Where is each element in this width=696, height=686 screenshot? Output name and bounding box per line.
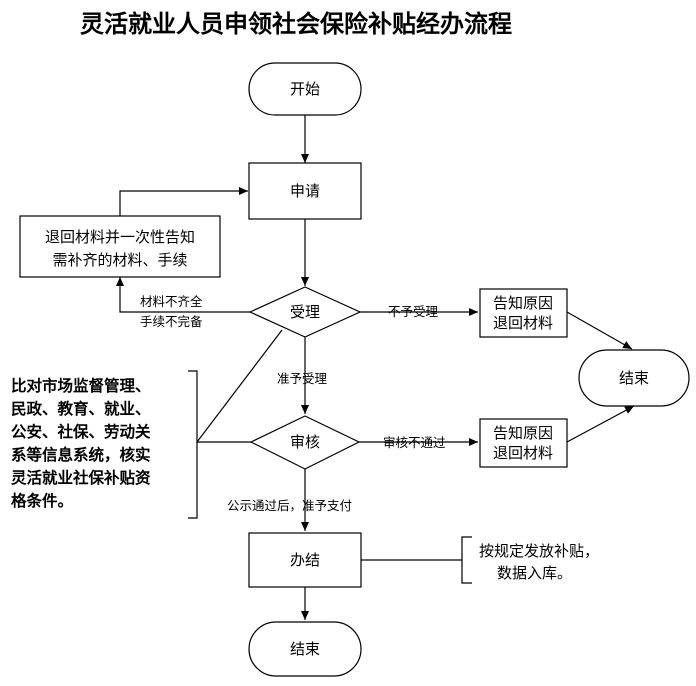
end-bottom-node: 结束 — [248, 621, 362, 677]
page-title: 灵活就业人员申领社会保险补贴经办流程 — [80, 9, 512, 38]
edge-label-published: 公示通过后，准予支付 — [227, 498, 352, 513]
verify-note-line-4: 系等信息系统，核实 — [11, 445, 151, 464]
edge-accept-return — [116, 277, 250, 313]
edge-reject2-end — [566, 405, 635, 443]
start-node: 开始 — [248, 62, 362, 116]
accept-decision: 受理 — [248, 286, 362, 338]
finish-note-line-1: 按规定发放补贴， — [479, 542, 599, 560]
note-bracket-verify — [188, 370, 198, 519]
reject-box-2: 告知原因 退回材料 — [479, 418, 568, 468]
note-bracket-finish — [461, 536, 472, 584]
start-label: 开始 — [290, 80, 320, 98]
edge-label-incomplete-1: 材料不齐全 — [140, 294, 203, 309]
verify-note-line-3: 公安、社保、劳动关 — [11, 422, 151, 441]
review-label: 审核 — [290, 433, 320, 451]
review-decision: 审核 — [249, 415, 361, 470]
verify-note-line-1: 比对市场监督管理、 — [11, 376, 151, 395]
accept-label: 受理 — [290, 303, 320, 321]
reject-box-2-line-2: 退回材料 — [493, 444, 553, 462]
edge-label-accepted: 准予受理 — [277, 371, 328, 386]
connectors — [116, 115, 635, 620]
reject-box-1: 告知原因 退回材料 — [479, 288, 568, 338]
reject-box-1-line-1: 告知原因 — [493, 294, 553, 312]
end-right-label: 结束 — [619, 369, 649, 387]
verify-note-line-2: 民政、教育、就业、 — [11, 399, 151, 418]
edge-return-apply — [119, 187, 248, 216]
finish-node: 办结 — [248, 532, 362, 588]
edge-reject1-end — [566, 311, 633, 350]
note-link-accept — [196, 329, 283, 443]
verify-note-line-6: 格条件。 — [11, 491, 73, 510]
apply-label: 申请 — [290, 182, 320, 200]
edge-label-incomplete-2: 手续不完备 — [140, 314, 203, 329]
apply-node: 申请 — [248, 162, 362, 220]
edge-label-not-passed: 审核不通过 — [383, 435, 446, 450]
reject-box-2-line-1: 告知原因 — [493, 424, 553, 442]
finish-label: 办结 — [290, 551, 320, 569]
edge-label-not-accepted: 不予受理 — [388, 304, 439, 319]
reject-box-1-line-2: 退回材料 — [493, 314, 553, 332]
return-notify-node: 退回材料并一次性告知 需补齐的材料、手续 — [19, 215, 221, 278]
verify-note-line-5: 灵活就业社保补贴资 — [11, 468, 151, 487]
end-right-node: 结束 — [578, 349, 690, 407]
finish-note-line-2: 数据入库。 — [497, 564, 572, 582]
finish-note: 按规定发放补贴， 数据入库。 — [479, 542, 599, 582]
verify-note: 比对市场监督管理、 民政、教育、就业、 公安、社保、劳动关 系等信息系统，核实 … — [11, 376, 151, 510]
return-notify-line-1: 退回材料并一次性告知 — [45, 228, 195, 246]
return-notify-line-2: 需补齐的材料、手续 — [52, 251, 187, 269]
edge-labels: 材料不齐全 手续不完备 不予受理 准予受理 审核不通过 公示通过后，准予支付 — [140, 294, 446, 513]
end-bottom-label: 结束 — [290, 640, 320, 658]
